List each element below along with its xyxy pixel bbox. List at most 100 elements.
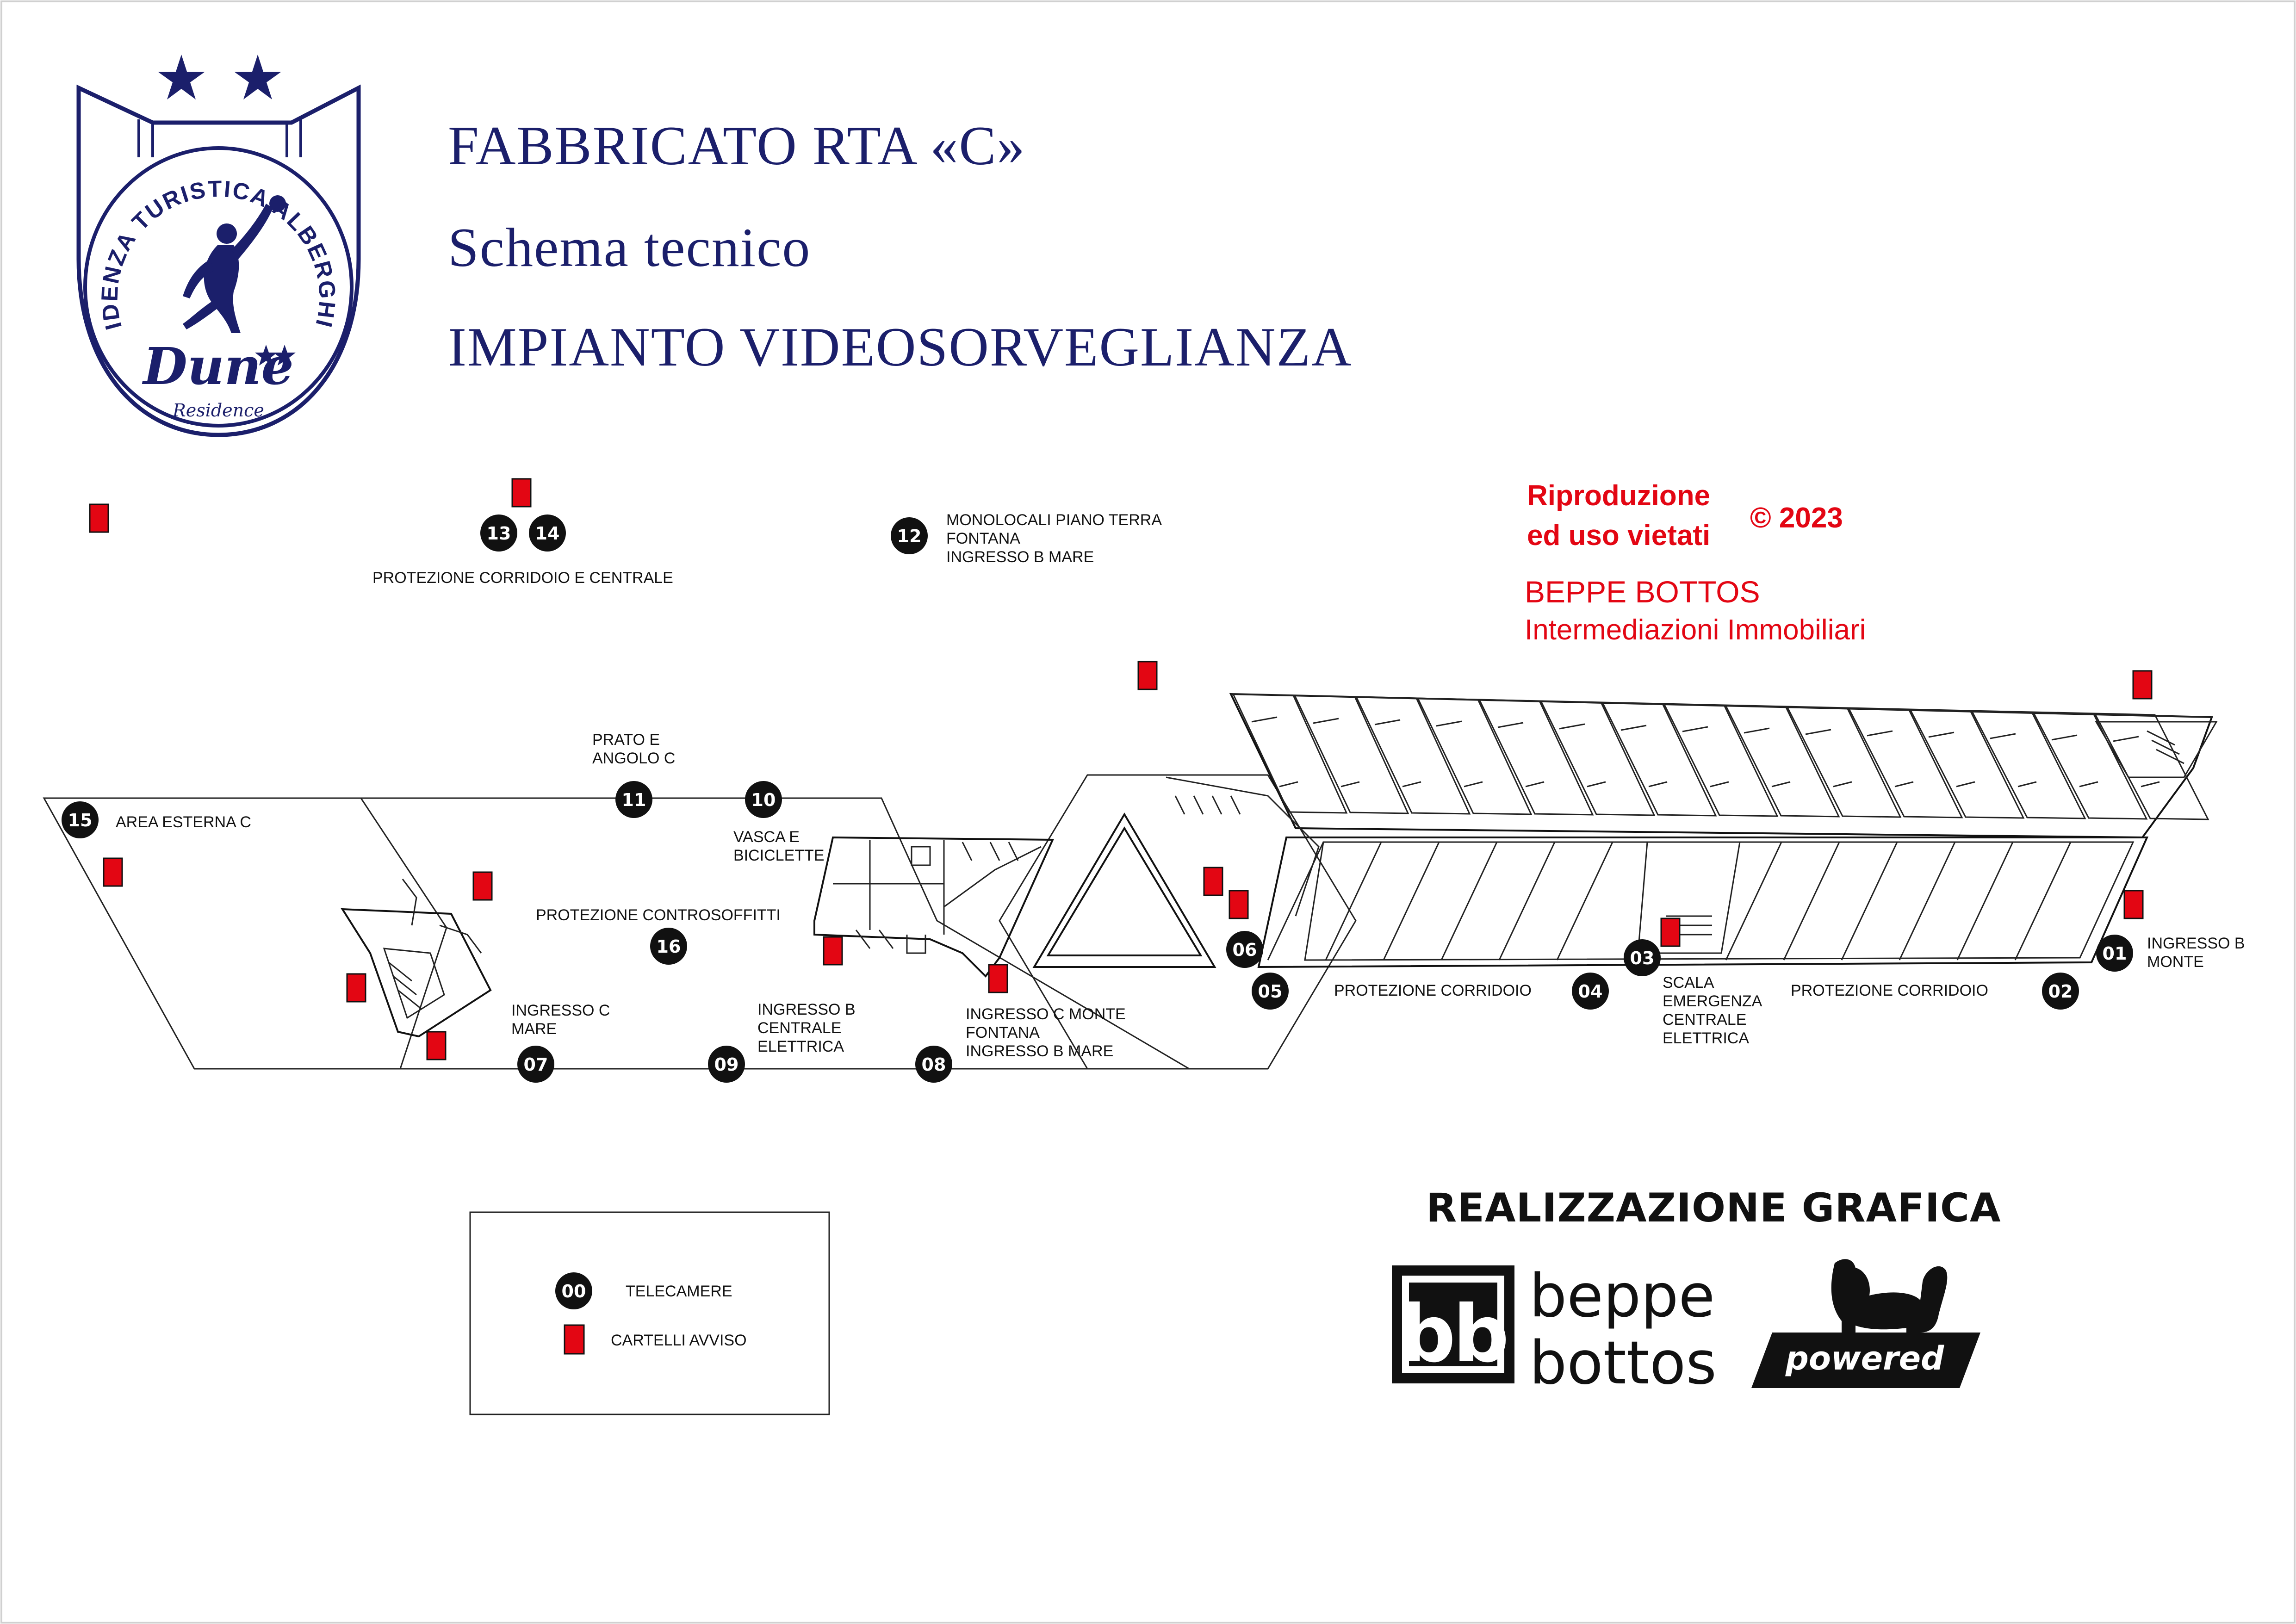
camera-number: 11 <box>622 790 646 810</box>
room-north <box>1539 700 1656 816</box>
powered-badge <box>1751 1333 1980 1388</box>
camera-number: 06 <box>1233 940 1257 960</box>
room-divider <box>1682 726 1729 787</box>
camera-label: MONTE <box>2147 953 2204 971</box>
camera-label: CENTRALE <box>757 1019 841 1037</box>
camera-number: 03 <box>1630 948 1655 968</box>
branding-name-2: bottos <box>1529 1329 1717 1398</box>
camera-number: 08 <box>922 1054 946 1075</box>
room-south-wall <box>1325 842 1382 961</box>
warning-sign-icon <box>1137 661 1158 690</box>
room-north <box>2032 711 2148 820</box>
building-b-central <box>813 836 1055 978</box>
room-north <box>1293 694 1409 814</box>
room-divider <box>1805 729 1852 787</box>
notice-company-sub: Intermediazioni Immobiliari <box>1525 614 1866 646</box>
camera-number: 04 <box>1578 981 1603 1002</box>
central-courtyard <box>999 774 1357 1070</box>
bulldog-icon <box>1831 1259 1948 1342</box>
room-south-wall <box>1783 842 1840 961</box>
room-south-wall <box>1899 842 1956 961</box>
camera-number: 12 <box>897 526 922 546</box>
camera-label: INGRESSO B MARE <box>966 1042 1113 1060</box>
room-divider <box>2051 734 2098 787</box>
branding-heading: REALIZZAZIONE GRAFICA <box>1426 1185 2001 1231</box>
camera-label: INGRESSO B <box>2147 935 2245 952</box>
camera-number: 07 <box>524 1054 548 1075</box>
label-corridoio-a: PROTEZIONE CORRIDOIO <box>1334 982 1532 999</box>
camera-number: 10 <box>751 790 776 810</box>
camera-label: INGRESSO C <box>511 1002 610 1019</box>
camera-label: INGRESSO C MONTE <box>966 1005 1126 1023</box>
room-south-wall <box>1440 842 1498 961</box>
bb-logo-letters: bb <box>1399 1289 1506 1380</box>
camera-icon <box>708 1046 745 1083</box>
star-icon <box>234 55 281 99</box>
warning-sign-icon <box>89 503 109 533</box>
warning-sign-icon <box>1203 867 1223 896</box>
room-divider <box>1928 731 1975 787</box>
camera-14: 14 <box>529 514 566 552</box>
room-divider <box>1990 733 2037 787</box>
room-divider <box>1436 720 1483 787</box>
camera-label: SCALA <box>1663 974 1714 992</box>
camera-icon <box>62 801 99 838</box>
camera-label: VASCA E <box>733 828 800 846</box>
logo-ring <box>83 146 354 428</box>
room-divider <box>1251 716 1298 787</box>
camera-label: EMERGENZA <box>1663 992 1762 1010</box>
camera-16: 16 <box>650 928 687 965</box>
room-north <box>1786 706 1902 818</box>
camera-label: AREA ESTERNA C <box>116 813 251 831</box>
warning-sign-icon <box>1229 890 1249 919</box>
camera-label: CENTRALE <box>1663 1011 1746 1029</box>
notice-line1: Riproduzione <box>1527 480 1710 512</box>
room-north <box>1663 703 1779 817</box>
camera-icon <box>1252 973 1289 1010</box>
label-corridoio-centrale: PROTEZIONE CORRIDOIO E CENTRALE <box>372 569 673 587</box>
branding-name-1: beppe <box>1529 1262 1715 1331</box>
room-divider <box>1374 719 1421 787</box>
warning-sign-icon <box>1660 917 1681 947</box>
room-north <box>1970 710 2086 819</box>
room-south-wall <box>1841 842 1898 961</box>
warning-sign-icon <box>988 964 1008 993</box>
warning-sign-icon <box>472 871 493 901</box>
legend-camera-label: TELECAMERE <box>626 1283 732 1300</box>
copyright-notice: Riproduzione ed uso vietati © 2023 BEPPE… <box>1525 480 1866 646</box>
room-north <box>1355 696 1471 815</box>
athlete-icon <box>183 195 286 333</box>
camera-icon <box>1226 931 1263 968</box>
warning-signs <box>89 478 2153 1060</box>
camera-number: 05 <box>1258 981 1283 1002</box>
notice-copyright: © 2023 <box>1750 502 1843 534</box>
camera-icon <box>1572 973 1609 1010</box>
label-controsoffitti: PROTEZIONE CONTROSOFFITTI <box>536 906 781 924</box>
room-north <box>2093 713 2209 820</box>
warning-sign-icon <box>103 857 123 887</box>
camera-label: BICICLETTE <box>733 847 824 864</box>
room-divider <box>1313 718 1360 787</box>
camera-label: INGRESSO B <box>757 1001 856 1018</box>
room-north <box>1909 708 2025 819</box>
camera-icon <box>745 781 782 818</box>
camera-icon <box>517 1046 554 1083</box>
room-divider <box>1559 723 1606 787</box>
legend-camera-icon <box>555 1272 592 1309</box>
building-main-rooms-north <box>1232 693 2209 820</box>
camera-icon <box>529 514 566 552</box>
label-corridoio-b: PROTEZIONE CORRIDOIO <box>1791 982 1988 999</box>
camera-number: 02 <box>2048 981 2073 1002</box>
camera-label: MONOLOCALI PIANO TERRA <box>946 511 1162 529</box>
legend-box <box>469 1211 830 1415</box>
legend-sign-icon <box>564 1324 585 1355</box>
camera-icon <box>891 517 928 554</box>
warning-sign-icon <box>2123 890 2144 919</box>
camera-06: 06 <box>1226 931 1263 968</box>
